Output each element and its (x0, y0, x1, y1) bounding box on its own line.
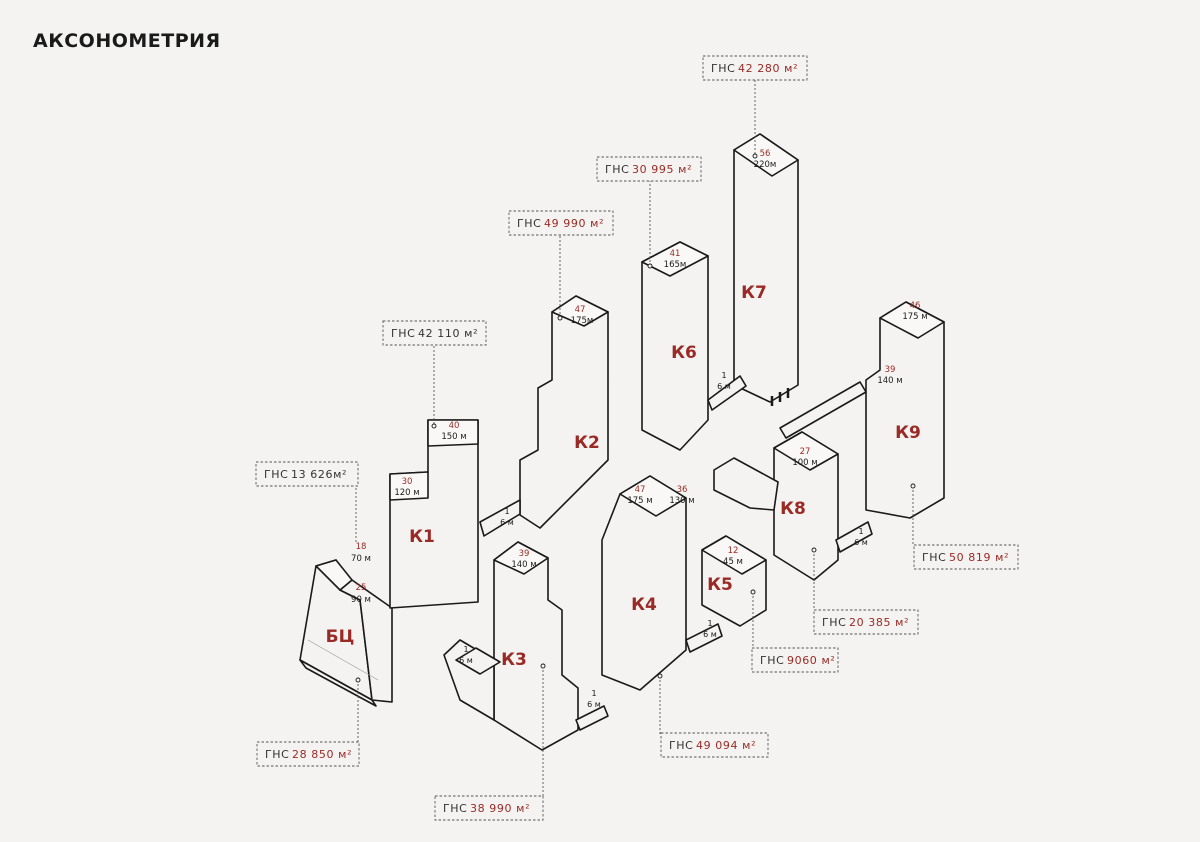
k1-floors-1: 30 (402, 477, 413, 487)
link-4-height: 6 м (703, 630, 717, 639)
building-name-k1: К1 (409, 527, 435, 547)
svg-text:38 990 м²: 38 990 м² (470, 802, 530, 815)
page-title: АКСОНОМЕТРИЯ (33, 30, 221, 52)
k7-floors-1: 56 (760, 149, 771, 159)
gns-label-k6: ГНС 30 995 м² (596, 156, 702, 182)
k5-floors-1: 12 (728, 546, 739, 556)
building-name-k7: К7 (741, 283, 767, 303)
link-5-height: 6 м (587, 700, 601, 709)
svg-text:ГНС: ГНС (822, 616, 846, 629)
k1-floors-2: 40 (449, 421, 460, 431)
svg-text:49 990 м²: 49 990 м² (544, 217, 604, 230)
svg-text:ГНС: ГНС (605, 163, 629, 176)
svg-text:ГНС: ГНС (265, 748, 289, 761)
links: 1 6 м 1 6 м 1 6 м 1 6 м 1 6 м 1 6 м (455, 371, 873, 731)
k1-height-1: 120 м (394, 488, 419, 498)
k8-height-1: 100 м (792, 458, 817, 468)
leader-lines (355, 80, 916, 796)
gns-labels: ГНС 42 280 м² ГНС 30 995 м² ГНС 49 990 м… (255, 55, 1019, 821)
k4-height-1: 175 м (627, 496, 652, 506)
link-2-height: 6 м (717, 382, 731, 391)
gns-label-k1: ГНС ГНС 42 110 м² (382, 320, 487, 346)
bc-floors-1: 18 (356, 542, 367, 552)
link-6-height: 6 м (459, 656, 473, 665)
k6-height-1: 165м (664, 260, 687, 270)
k9-height-1: 175 м (902, 312, 927, 322)
link-3-height: 6 м (854, 538, 868, 547)
k9-floors-2: 39 (885, 365, 896, 375)
k3-height-1: 140 м (511, 560, 536, 570)
building-name-k6: К6 (671, 343, 697, 363)
building-k8: К8 27 100 м (713, 431, 839, 581)
svg-text:ГНС: ГНС (760, 654, 784, 667)
building-name-k5: К5 (707, 575, 733, 595)
k2-height-1: 175м (571, 316, 594, 326)
k8-floors-1: 27 (800, 447, 811, 457)
building-name-k8: К8 (780, 499, 806, 519)
link-5-floors: 1 (591, 689, 596, 698)
k7-height-1: 220м (754, 160, 777, 170)
k3-floors-1: 39 (519, 549, 530, 559)
k5-height-1: 45 м (723, 557, 743, 567)
k4-floors-2: 36 (677, 485, 688, 495)
building-k1: К1 30 120 м 40 150 м (389, 419, 479, 609)
svg-text:ГНС: ГНС (517, 217, 541, 230)
svg-text:9060 м²: 9060 м² (787, 654, 835, 667)
building-name-k4: К4 (631, 595, 657, 615)
bc-height-1: 70 м (351, 554, 371, 564)
svg-text:20 385 м²: 20 385 м² (849, 616, 909, 629)
svg-text:30 995 м²: 30 995 м² (632, 163, 692, 176)
building-name-k3: К3 (501, 650, 527, 670)
k6-floors-1: 41 (670, 249, 681, 259)
k4-floors-1: 47 (635, 485, 646, 495)
svg-text:ГНС: ГНС (391, 327, 415, 340)
svg-text:ГНС: ГНС (711, 62, 735, 75)
svg-text:ГНС: ГНС (264, 468, 288, 481)
svg-text:42 280 м²: 42 280 м² (738, 62, 798, 75)
gns-label-bc-extra: ГНС 13 626м² (255, 461, 359, 487)
building-k3: К3 39 140 м (443, 541, 579, 751)
building-k5: К5 12 45 м (701, 535, 767, 627)
link-6-floors: 1 (463, 645, 468, 654)
building-bc: БЦ 18 70 м 25 90 м (299, 542, 393, 707)
svg-text:ГНС: ГНС (443, 802, 467, 815)
k9-floors-1: 46 (910, 301, 921, 311)
gns-label-k2: ГНС 49 990 м² (508, 210, 614, 236)
building-name-k2: К2 (574, 433, 600, 453)
gns-label-k9: ГНС 50 819 м² (913, 544, 1019, 570)
bc-height-2: 90 м (351, 595, 371, 605)
link-3-floors: 1 (858, 527, 863, 536)
building-k4: К4 47 175 м 36 130 м (601, 475, 695, 691)
gns-label-bc: ГНС 28 850 м² (256, 741, 360, 767)
building-name-bc: БЦ (326, 627, 355, 647)
building-k2: К2 47 175м (519, 295, 609, 529)
svg-text:ГНС: ГНС (922, 551, 946, 564)
gns-label-k7: ГНС 42 280 м² (702, 55, 808, 81)
svg-text:ГНС: ГНС (669, 739, 693, 752)
k2-floors-1: 47 (575, 305, 586, 315)
building-k7: К7 56 220м (733, 133, 799, 406)
building-k6: К6 41 165м (641, 241, 709, 451)
building-name-k9: К9 (895, 423, 921, 443)
k9-height-2: 140 м (877, 376, 902, 386)
bc-floors-2: 25 (356, 583, 367, 593)
gns-label-k3: ГНС 38 990 м² (434, 795, 544, 821)
link-2-floors: 1 (721, 371, 726, 380)
svg-text:50 819 м²: 50 819 м² (949, 551, 1009, 564)
link-1-height: 6 м (500, 518, 514, 527)
link-4-floors: 1 (707, 619, 712, 628)
k1-height-2: 150 м (441, 432, 466, 442)
k4-height-2: 130 м (669, 496, 694, 506)
svg-text:28 850 м²: 28 850 м² (292, 748, 352, 761)
svg-text:49 094 м²: 49 094 м² (696, 739, 756, 752)
building-k9: К9 46 175 м 39 140 м (865, 301, 945, 519)
gns-label-k8: ГНС 20 385 м² (813, 609, 919, 635)
svg-text:13 626м²: 13 626м² (291, 468, 347, 481)
gns-label-k5: ГНС 9060 м² (751, 647, 839, 673)
svg-text:42 110 м²: 42 110 м² (418, 327, 478, 340)
gns-label-k4: ГНС 49 094 м² (660, 732, 769, 758)
link-1-floors: 1 (504, 507, 509, 516)
